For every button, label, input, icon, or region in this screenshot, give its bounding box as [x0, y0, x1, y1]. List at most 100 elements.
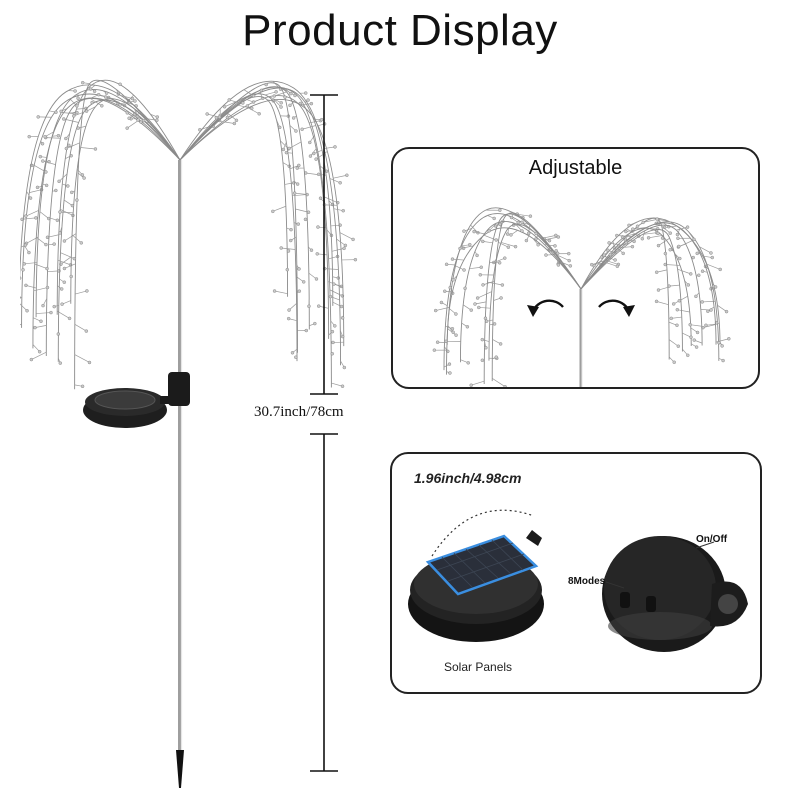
led-bead [469, 308, 473, 312]
led-bead [454, 312, 458, 316]
led-bead [432, 348, 437, 352]
wire-strand [580, 217, 721, 345]
led-bead [520, 229, 524, 233]
wire-strand [179, 82, 298, 353]
led-bead [454, 333, 458, 337]
led-bead [67, 143, 71, 148]
led-bead [336, 276, 341, 280]
led-bead [251, 100, 256, 104]
led-bead [241, 101, 245, 105]
led-bead [291, 116, 296, 120]
led-bead [302, 280, 306, 284]
led-bead [483, 316, 488, 320]
led-bead [534, 231, 538, 236]
led-bead [528, 214, 533, 218]
led-bead [509, 233, 513, 237]
modes-label: 8Modes [568, 576, 606, 587]
led-bead [450, 257, 455, 261]
led-bead [448, 371, 452, 375]
led-bead [290, 351, 295, 355]
led-bead [480, 358, 485, 362]
led-bead [281, 147, 286, 152]
led-bead [308, 140, 312, 145]
led-bead [289, 227, 293, 232]
height-dimension-line [310, 94, 338, 772]
led-bead [678, 256, 682, 261]
led-bead [314, 277, 319, 281]
led-bead [283, 95, 287, 99]
led-bead [669, 316, 673, 321]
led-bead [104, 91, 109, 95]
led-bead [465, 325, 470, 329]
led-bead [463, 286, 467, 291]
led-bead [264, 82, 268, 87]
wire-strand [580, 229, 683, 352]
wire-strand [179, 99, 345, 347]
led-bead [96, 92, 101, 97]
led-bead [315, 252, 319, 256]
led-bead [498, 208, 502, 212]
led-bead [668, 231, 672, 235]
led-bead [675, 232, 680, 237]
led-bead [58, 210, 62, 214]
led-bead [691, 255, 695, 260]
led-bead [304, 91, 308, 95]
led-bead [227, 98, 231, 102]
led-bead [309, 101, 314, 106]
stake-tip [176, 750, 184, 788]
led-bead [52, 242, 56, 246]
led-bead [214, 115, 219, 120]
solar-panels-label: Solar Panels [444, 660, 513, 674]
led-bead [75, 104, 79, 108]
led-bead [353, 257, 358, 262]
led-bead [481, 283, 485, 287]
led-bead [554, 249, 558, 253]
led-bead [274, 90, 278, 94]
led-bead [433, 308, 438, 313]
led-bead [73, 89, 77, 93]
wire-strand [488, 223, 582, 361]
led-bead [700, 269, 705, 273]
led-bead [615, 233, 619, 238]
led-bead [498, 342, 503, 346]
led-bead [76, 96, 80, 100]
led-bead [286, 316, 291, 321]
led-bead [599, 255, 604, 259]
led-bead [279, 105, 283, 109]
led-bead [520, 220, 524, 224]
led-bead [435, 340, 440, 344]
led-bead [505, 232, 510, 236]
led-bead [676, 236, 680, 241]
wire-branches-small [432, 207, 731, 387]
led-bead [44, 170, 48, 174]
led-bead [75, 110, 79, 115]
led-bead [724, 309, 729, 314]
led-bead [720, 344, 724, 348]
led-bead [45, 266, 49, 271]
led-bead [472, 229, 476, 234]
head-diameter-label: 1.96inch/4.98cm [414, 470, 522, 486]
led-bead [506, 245, 511, 249]
led-bead [62, 266, 67, 271]
led-bead [72, 256, 77, 261]
wire-strand [580, 222, 717, 345]
led-bead [82, 176, 86, 180]
led-bead [556, 263, 561, 267]
led-bead [125, 126, 129, 130]
led-bead [481, 239, 485, 244]
led-bead [469, 383, 473, 387]
led-bead [606, 248, 610, 252]
led-bead [316, 172, 321, 177]
led-bead [492, 322, 497, 326]
led-bead [289, 91, 293, 96]
led-bead [590, 262, 594, 267]
wire-strand [20, 84, 181, 282]
led-bead [54, 110, 58, 114]
led-bead [294, 129, 298, 133]
led-bead [615, 264, 620, 268]
led-bead [60, 302, 64, 306]
led-bead [709, 308, 713, 312]
led-bead [288, 103, 292, 108]
led-bead [328, 294, 333, 299]
led-bead [451, 278, 455, 282]
